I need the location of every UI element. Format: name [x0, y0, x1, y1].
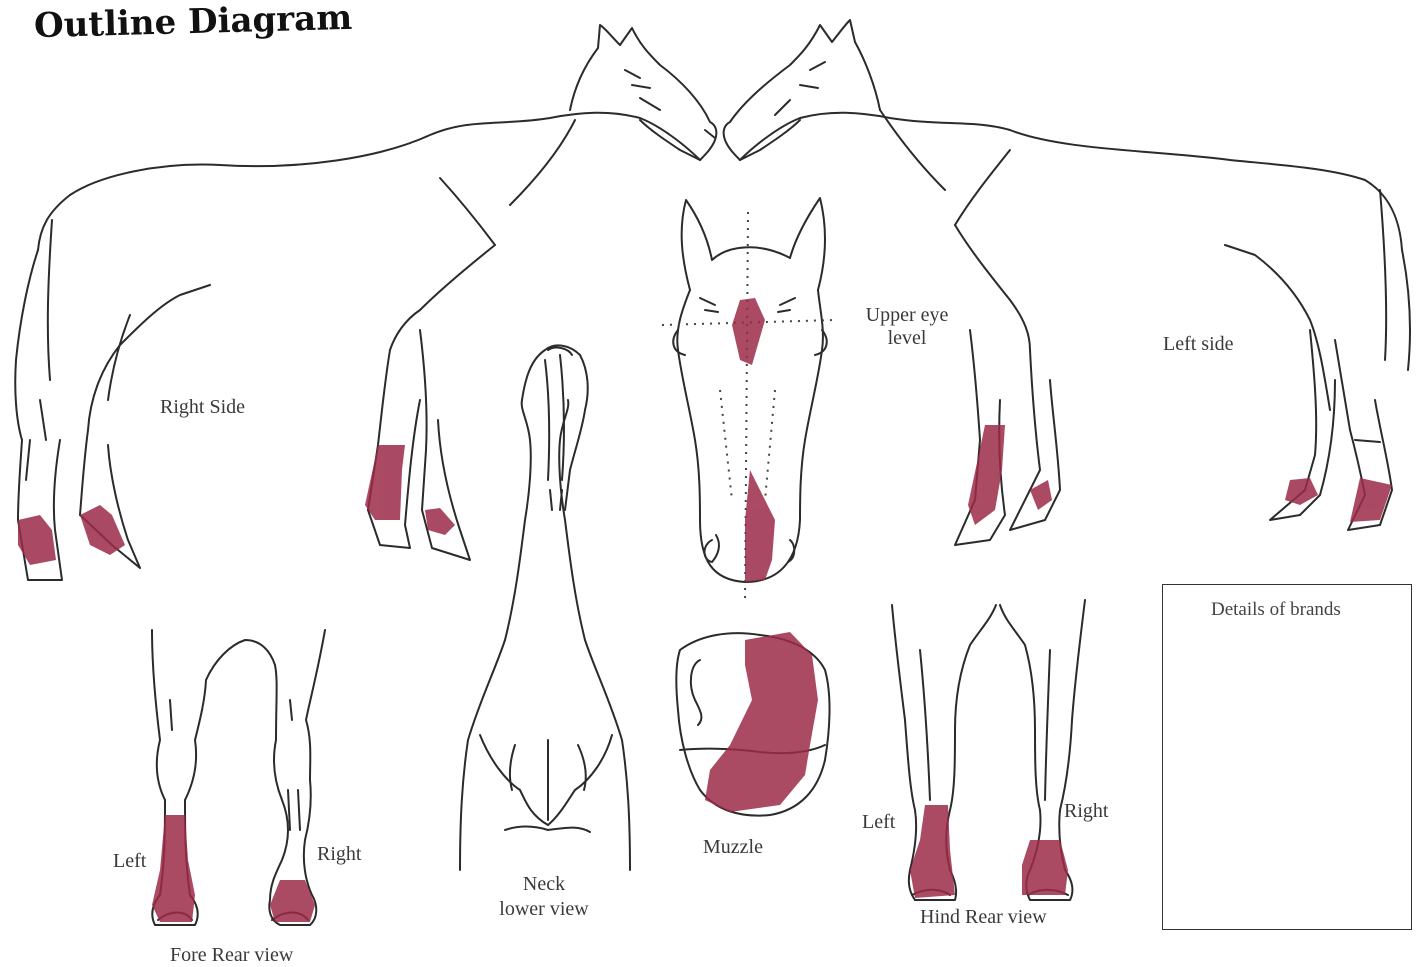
label-fore-right: Right: [317, 843, 361, 866]
marking-right-side-hind-left: [365, 445, 405, 520]
marking-right-side-hind-right: [425, 508, 455, 535]
marking-muzzle: [705, 632, 818, 812]
right-side-horse: [15, 25, 716, 580]
label-lower-view: lower view: [480, 898, 608, 921]
marking-left-side-fore: [968, 425, 1005, 525]
label-muzzle: Muzzle: [703, 836, 763, 859]
label-neck: Neck: [480, 873, 608, 896]
marking-face-star: [732, 298, 765, 365]
neck-lower-view: [460, 345, 630, 870]
label-fore-rear-view: Fore Rear view: [170, 944, 293, 967]
brand-details-label: Details of brands: [1211, 599, 1341, 621]
left-side-horse: [724, 20, 1410, 545]
brand-details-box[interactable]: Details of brands: [1162, 584, 1412, 930]
label-hind-rear-view: Hind Rear view: [920, 906, 1047, 929]
label-hind-left: Left: [862, 811, 895, 834]
marking-right-side-fore-right: [80, 505, 125, 555]
label-hind-right: Right: [1064, 800, 1108, 823]
marking-left-side-hind-2: [1350, 478, 1392, 522]
marking-fore-left: [152, 815, 195, 922]
marking-face-snip: [745, 470, 775, 582]
marking-hind-right: [1022, 840, 1068, 895]
label-fore-left: Left: [113, 850, 146, 873]
label-upper-eye-level: Upper eye level: [852, 304, 962, 350]
label-right-side: Right Side: [160, 396, 245, 419]
label-left-side: Left side: [1163, 333, 1234, 356]
